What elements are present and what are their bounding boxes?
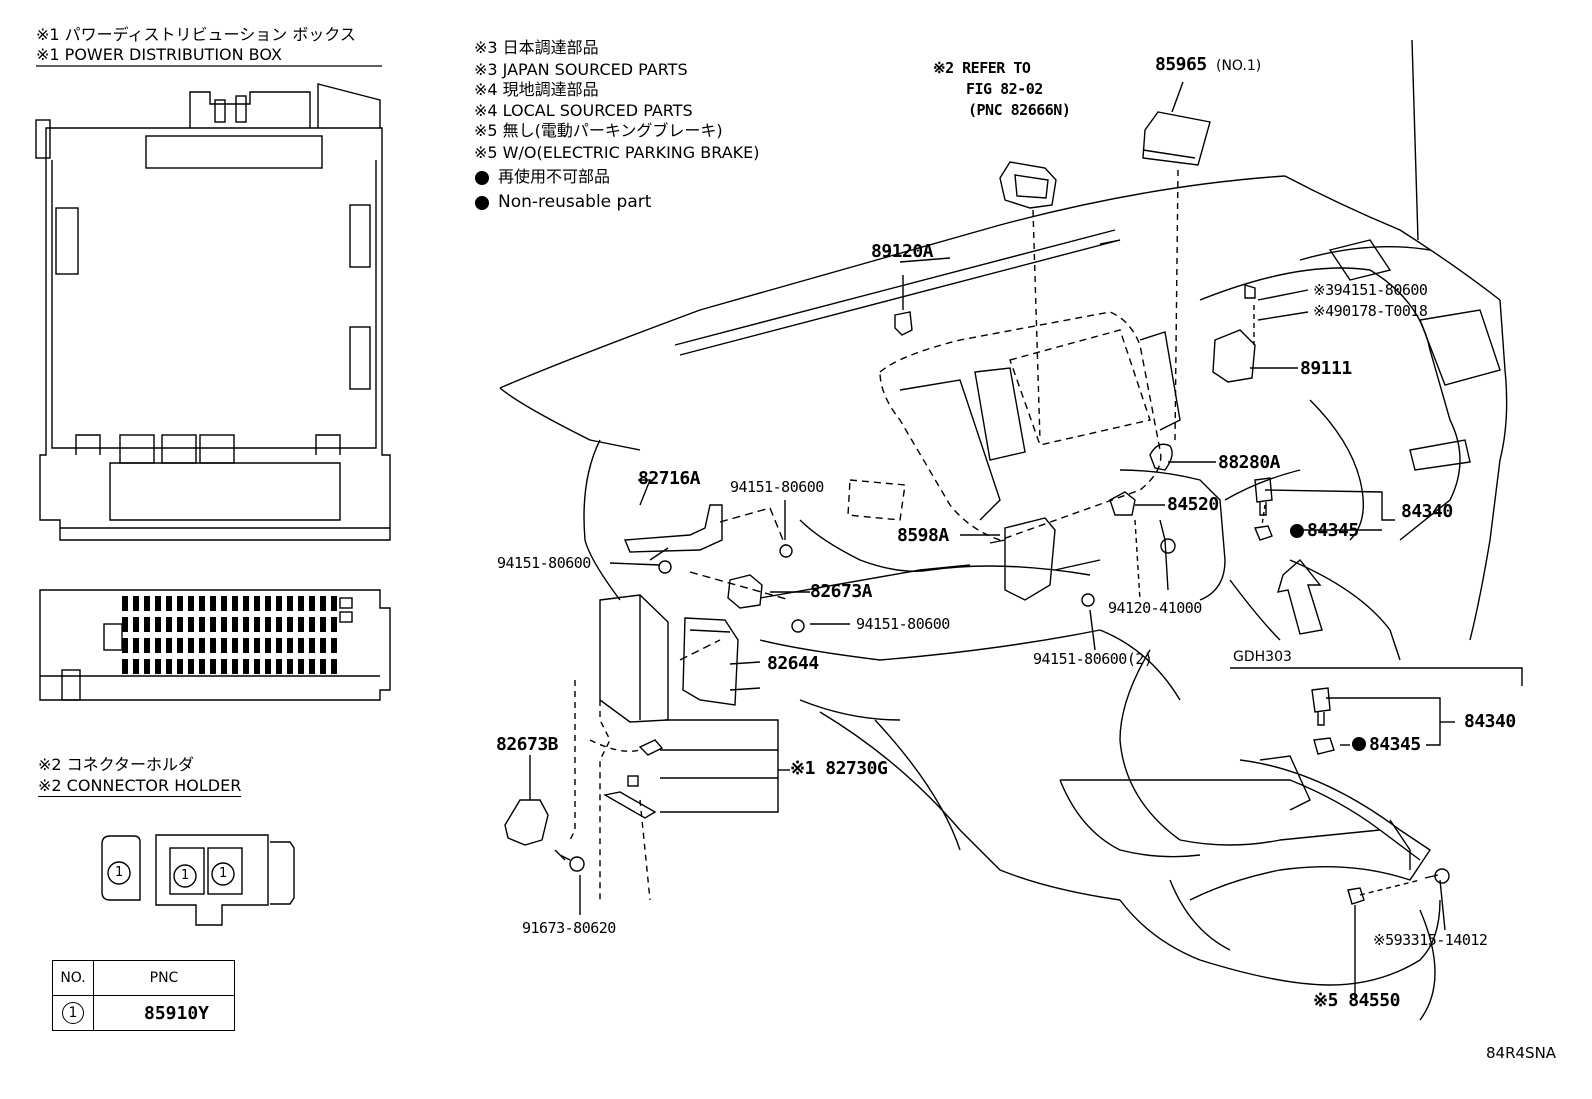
note-holder-en: ※2 CONNECTOR HOLDER [38, 776, 242, 797]
label-82716A: 82716A [638, 468, 701, 489]
label-84550: ※5 84550 [1313, 990, 1400, 1011]
holder-mark-1: 1 [115, 865, 124, 880]
label-94151-80600-b: 94151-80600 [730, 478, 824, 496]
label-91673-80620: 91673-80620 [522, 919, 616, 937]
power-distribution-box-top [35, 83, 391, 541]
note-3-en: ※3 JAPAN SOURCED PARTS [474, 60, 688, 79]
note-holder-jp: ※2 コネクターホルダ [38, 755, 195, 774]
table-header-pnc: PNC [93, 960, 235, 996]
label-82673A: 82673A [810, 581, 873, 602]
label-82644: 82644 [767, 653, 819, 674]
note-5-en: ※5 W/O(ELECTRIC PARKING BRAKE) [474, 143, 760, 162]
label-94120-41000: 94120-41000 [1108, 599, 1202, 617]
label-84340-bottom: 84340 [1464, 711, 1516, 732]
note-nonreuse-jp: 再使用不可部品 [498, 167, 611, 186]
label-89120A: 89120A [871, 241, 934, 262]
label-85965-no: (NO.1) [1216, 58, 1262, 74]
table-header-no: NO. [52, 960, 94, 996]
parts [504, 111, 1450, 905]
label-84345-top: 84345 [1307, 520, 1359, 541]
holder-mark-3: 1 [219, 866, 228, 881]
note-nonreuse-en: Non-reusable part [498, 192, 652, 212]
holder-mark-2: 1 [181, 868, 190, 883]
label-82730G: ※1 82730G [790, 758, 888, 779]
non-reusable-marks [475, 171, 1366, 751]
label-94151-80600-jp: ※394151-80600 [1313, 281, 1428, 299]
label-84520: 84520 [1167, 494, 1219, 515]
label-89111: 89111 [1300, 358, 1352, 379]
note-4-jp: ※4 現地調達部品 [474, 80, 599, 99]
pnc-table: NO. PNC 1 85910Y [52, 960, 235, 1031]
label-gdh303: GDH303 [1233, 649, 1292, 665]
label-82673B: 82673B [496, 734, 559, 755]
note-pdb-en: ※1 POWER DISTRIBUTION BOX [36, 45, 282, 64]
label-93315-14012: ※593315-14012 [1373, 931, 1488, 949]
table-row-no: 1 [52, 995, 94, 1031]
label-84340-top: 84340 [1401, 501, 1453, 522]
label-90178-T0018: ※490178-T0018 [1313, 302, 1428, 320]
label-94151-80600-d: 94151-80600 [856, 615, 950, 633]
refer-note-2: FIG 82-02 [966, 80, 1043, 98]
label-94151-80600-2: 94151-80600(2) [1033, 650, 1153, 668]
note-3-jp: ※3 日本調達部品 [474, 38, 599, 57]
power-distribution-box-side [39, 589, 391, 701]
connector-holder [101, 834, 295, 926]
refer-note-1: ※2 REFER TO [933, 59, 1031, 77]
dashboard-outline [499, 39, 1508, 1021]
label-94151-80600-c: 94151-80600 [497, 554, 591, 572]
leader-lines [529, 81, 1523, 1000]
row-number: 1 [62, 1002, 84, 1024]
label-8598A: 8598A [897, 525, 949, 546]
table-row-pnc: 85910Y [93, 995, 235, 1031]
note-4-en: ※4 LOCAL SOURCED PARTS [474, 101, 693, 120]
label-85965: 85965 [1155, 54, 1207, 75]
label-88280A: 88280A [1218, 452, 1281, 473]
note-pdb-jp: ※1 パワーディストリビューション ボックス [36, 25, 356, 44]
note-5-jp: ※5 無し(電動パーキングブレーキ) [474, 121, 723, 140]
diagram-code: 84R4SNA [1486, 1044, 1557, 1062]
label-84345-bottom: 84345 [1369, 734, 1421, 755]
refer-note-3: (PNC 82666N) [968, 101, 1071, 119]
